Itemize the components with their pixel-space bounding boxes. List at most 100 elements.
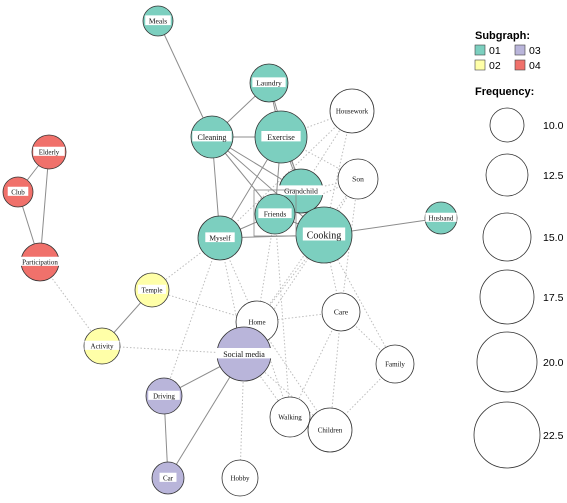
node-label-band-activity [84, 340, 120, 350]
node-label-meals: Meals [149, 17, 167, 26]
node-label-family: Family [385, 360, 405, 368]
node-children: Children [307, 407, 353, 453]
edge-friends-walking [274, 213, 291, 418]
frequency-circle-12.5 [485, 153, 529, 197]
node-car: Car [151, 461, 185, 495]
node-circle-hobby [221, 459, 259, 497]
node-label-walking: Walking [278, 413, 302, 421]
node-meals: Meals [142, 5, 174, 37]
edge-activity-socialmedia [101, 345, 245, 355]
node-socialmedia: Social media [216, 326, 272, 382]
subgraph-label-03: 03 [529, 45, 541, 57]
frequency-label-15.0: 15.0 [543, 232, 564, 244]
node-care: Care [321, 292, 361, 332]
node-label-husband: Husband [429, 214, 454, 222]
node-label-club: Club [11, 188, 25, 196]
subgraph-legend-title: Subgraph: [475, 30, 530, 42]
node-label-participation: Participation [22, 258, 58, 266]
node-myself: Myself [197, 215, 243, 261]
node-exercise: Exercise [254, 110, 308, 164]
edge-home-walking [256, 321, 291, 418]
node-label-housework: Housework [336, 107, 369, 115]
subgraph-label-01: 01 [489, 45, 501, 57]
node-circle-children [307, 407, 353, 453]
node-husband: Husband [424, 201, 458, 235]
node-label-band-laundry [252, 77, 286, 88]
node-label-band-driving [148, 390, 180, 400]
node-label-band-socialmedia [216, 348, 272, 359]
node-label-activity: Activity [91, 342, 114, 350]
frequency-circle-15.0 [482, 212, 532, 262]
node-label-myself: Myself [209, 234, 231, 243]
edge-myself-driving [163, 237, 221, 397]
node-label-band-meals [145, 15, 171, 26]
frequency-label-20.0: 20.0 [543, 357, 564, 369]
node-label-laundry: Laundry [256, 79, 282, 88]
subgraph-swatch-04 [514, 59, 526, 71]
node-label-band-cleaning [192, 131, 232, 142]
subgraph-swatch-01 [474, 44, 486, 56]
node-label-car: Car [163, 474, 174, 482]
node-temple: Temple [134, 272, 170, 308]
node-son: Son [337, 158, 379, 200]
edge-grandchild-son [300, 178, 359, 192]
node-label-friends: Friends [264, 210, 287, 219]
node-participation: Participation [13, 242, 67, 282]
node-label-exercise: Exercise [267, 133, 295, 142]
node-activity: Activity [83, 327, 121, 365]
node-label-home: Home [248, 318, 265, 326]
node-club: Club [2, 176, 34, 208]
node-label-hobby: Hobby [230, 474, 250, 482]
node-label-band-grandchild [278, 185, 324, 196]
frequency-label-12.5: 12.5 [543, 170, 564, 182]
node-driving: Driving [145, 377, 183, 415]
node-label-grandchild: Grandchild [284, 187, 318, 196]
node-housework: Housework [329, 88, 375, 134]
node-label-son: Son [352, 175, 364, 184]
subgraph-swatch-02 [474, 59, 486, 71]
node-label-cooking: Cooking [307, 231, 341, 242]
node-elderly: Elderly [31, 134, 67, 170]
node-label-temple: Temple [142, 286, 163, 294]
node-label-band-participation [13, 256, 67, 266]
node-laundry: Laundry [249, 63, 289, 103]
node-label-band-elderly [33, 146, 65, 156]
node-label-driving: Driving [153, 392, 175, 400]
node-label-care: Care [334, 308, 349, 317]
frequency-circle-22.5 [473, 401, 541, 469]
node-walking: Walking [269, 396, 311, 438]
node-circle-family [375, 344, 415, 384]
subgraph-swatch-03 [514, 44, 526, 56]
node-circle-walking [269, 396, 311, 438]
node-label-elderly: Elderly [39, 148, 60, 156]
frequency-circle-17.5 [479, 269, 535, 325]
node-circle-housework [329, 88, 375, 134]
node-label-socialmedia: Social media [223, 350, 265, 359]
node-label-band-husband [425, 212, 457, 222]
node-cooking: Cooking [295, 206, 353, 264]
node-label-band-club [7, 186, 29, 196]
subgraph-label-02: 02 [489, 60, 501, 72]
frequency-legend-title: Frequency: [475, 86, 534, 98]
node-label-band-cooking [302, 227, 346, 241]
node-hobby: Hobby [221, 459, 259, 497]
node-label-band-car [159, 472, 177, 482]
friends-frame [253, 189, 297, 237]
node-circle-care [321, 292, 361, 332]
node-label-band-friends [258, 208, 292, 219]
frequency-label-10.0: 10.0 [543, 120, 564, 132]
node-label-band-temple [138, 284, 166, 294]
node-friends: Friends [254, 193, 296, 235]
frequency-circle-10.0 [489, 107, 525, 143]
frequency-label-17.5: 17.5 [543, 292, 564, 304]
node-label-band-myself [205, 232, 235, 243]
edge-cooking-care [323, 234, 342, 313]
node-label-children: Children [318, 426, 343, 434]
frequency-label-22.5: 22.5 [543, 430, 564, 442]
node-label-cleaning: Cleaning [198, 133, 227, 142]
node-circle-son [337, 158, 379, 200]
